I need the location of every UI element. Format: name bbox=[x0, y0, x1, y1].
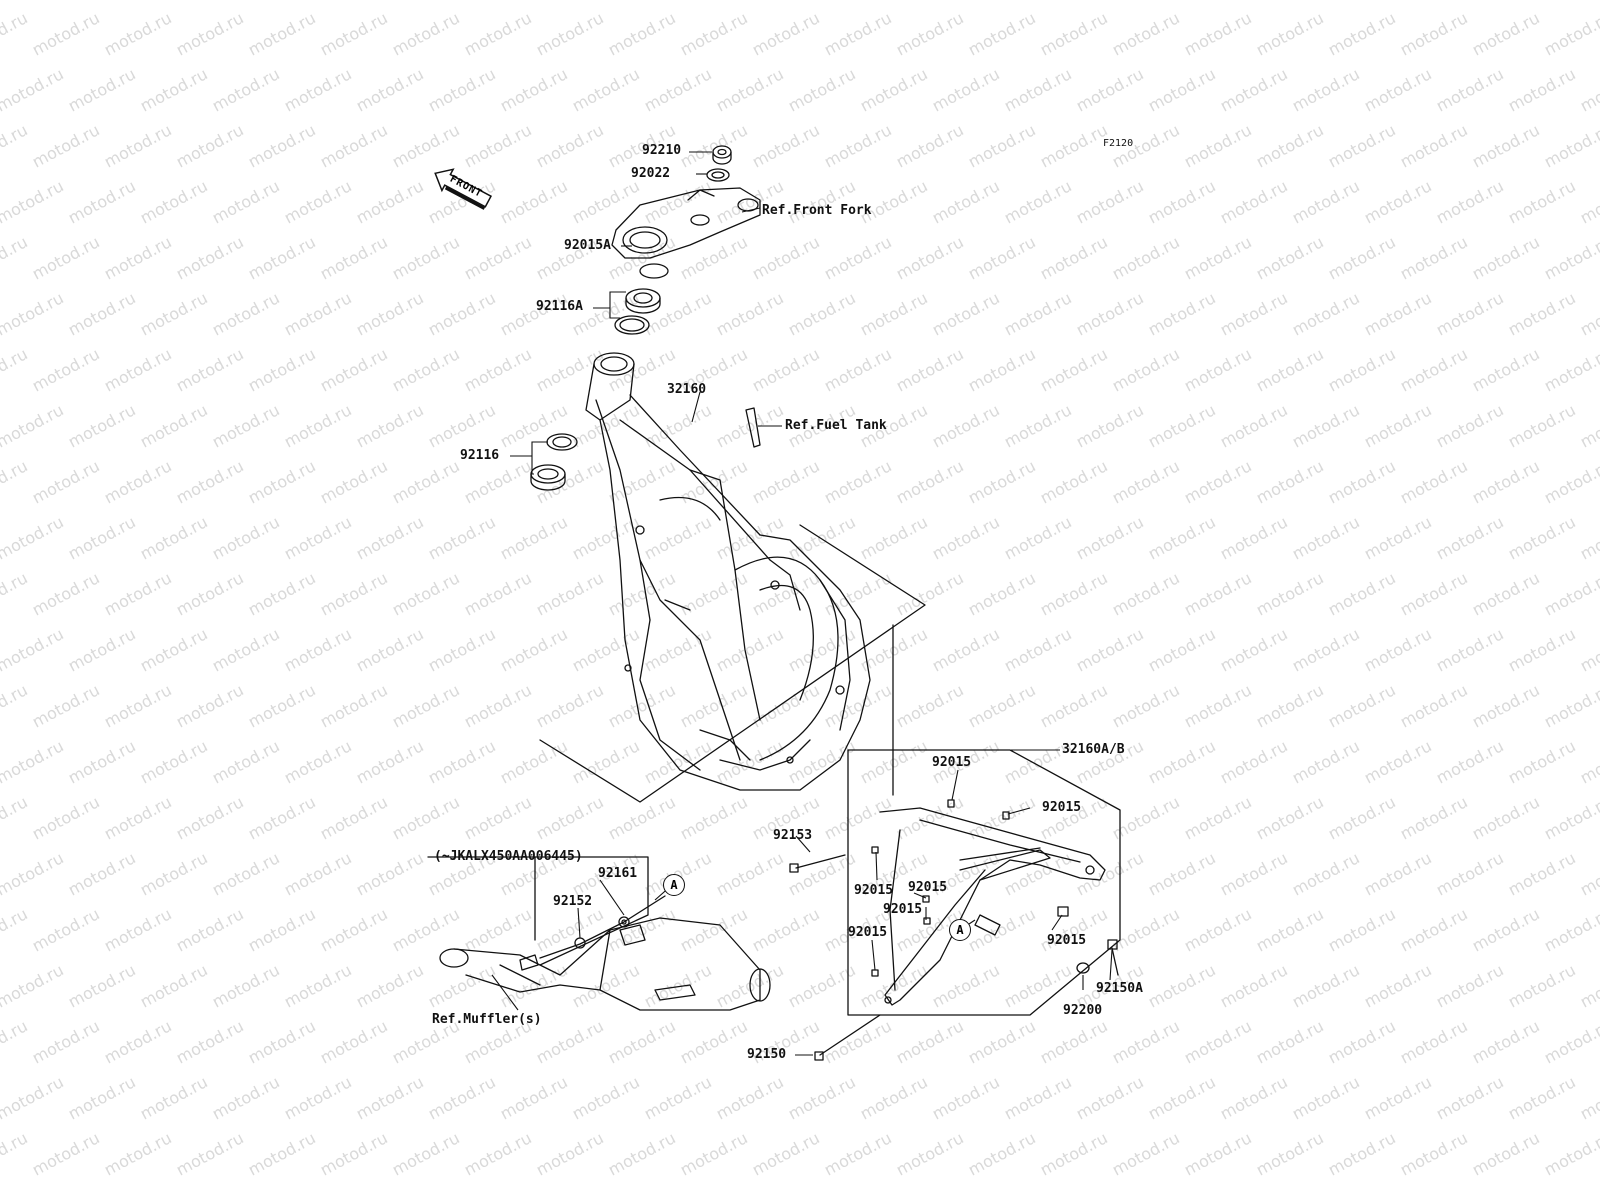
washer-icon bbox=[706, 168, 730, 182]
ref-fuel-tank-link[interactable]: Ref.Fuel Tank bbox=[785, 418, 887, 433]
triple-clamp-icon bbox=[611, 187, 761, 259]
part-label-92150A[interactable]: 92150A bbox=[1096, 981, 1143, 996]
part-label-92015[interactable]: 92015 bbox=[883, 902, 923, 917]
ref-front-fork-link[interactable]: Ref.Front Fork bbox=[762, 203, 872, 218]
seal-icon bbox=[639, 263, 669, 279]
part-label-92015[interactable]: 92015 bbox=[854, 883, 894, 898]
part-label-92152[interactable]: 92152 bbox=[553, 894, 593, 909]
part-label-32160AB[interactable]: 32160A/B bbox=[1062, 742, 1125, 757]
serial-range-label: (~JKALX450AA006445) bbox=[434, 849, 583, 864]
ref-muffler-link[interactable]: Ref.Muffler(s) bbox=[432, 1012, 542, 1027]
part-label-92161[interactable]: 92161 bbox=[598, 866, 638, 881]
part-label-92015A[interactable]: 92015A bbox=[564, 238, 611, 253]
fuel-tank-bracket-icon bbox=[745, 407, 761, 448]
part-label-92210[interactable]: 92210 bbox=[642, 143, 682, 158]
part-label-92150[interactable]: 92150 bbox=[747, 1047, 787, 1062]
part-label-92022[interactable]: 92022 bbox=[631, 166, 671, 181]
front-arrow-icon: FRONT bbox=[429, 160, 493, 210]
small-bolt-icon bbox=[871, 799, 1090, 977]
callout-a: A bbox=[663, 874, 685, 896]
steering-nut-icon bbox=[712, 145, 732, 165]
subframe-icon bbox=[879, 807, 1106, 1006]
figure-code: F2120 bbox=[1103, 138, 1134, 149]
part-label-92116A[interactable]: 92116A bbox=[536, 299, 583, 314]
main-frame-icon bbox=[585, 352, 871, 791]
part-label-92015[interactable]: 92015 bbox=[848, 925, 888, 940]
callout-a: A bbox=[949, 919, 971, 941]
part-label-92015[interactable]: 92015 bbox=[1042, 800, 1082, 815]
part-label-92153[interactable]: 92153 bbox=[773, 828, 813, 843]
part-label-92015[interactable]: 92015 bbox=[932, 755, 972, 770]
part-label-32160[interactable]: 32160 bbox=[667, 382, 707, 397]
part-label-92200[interactable]: 92200 bbox=[1063, 1003, 1103, 1018]
watermark-text: motod.ru bbox=[1577, 0, 1600, 4]
bolt-icon bbox=[789, 854, 1119, 1061]
part-label-92015[interactable]: 92015 bbox=[908, 880, 948, 895]
part-label-92015[interactable]: 92015 bbox=[1047, 933, 1087, 948]
part-label-92116[interactable]: 92116 bbox=[460, 448, 500, 463]
race-icon bbox=[614, 315, 650, 335]
bearing-icon bbox=[625, 288, 661, 314]
muffler-icon bbox=[439, 917, 771, 1011]
